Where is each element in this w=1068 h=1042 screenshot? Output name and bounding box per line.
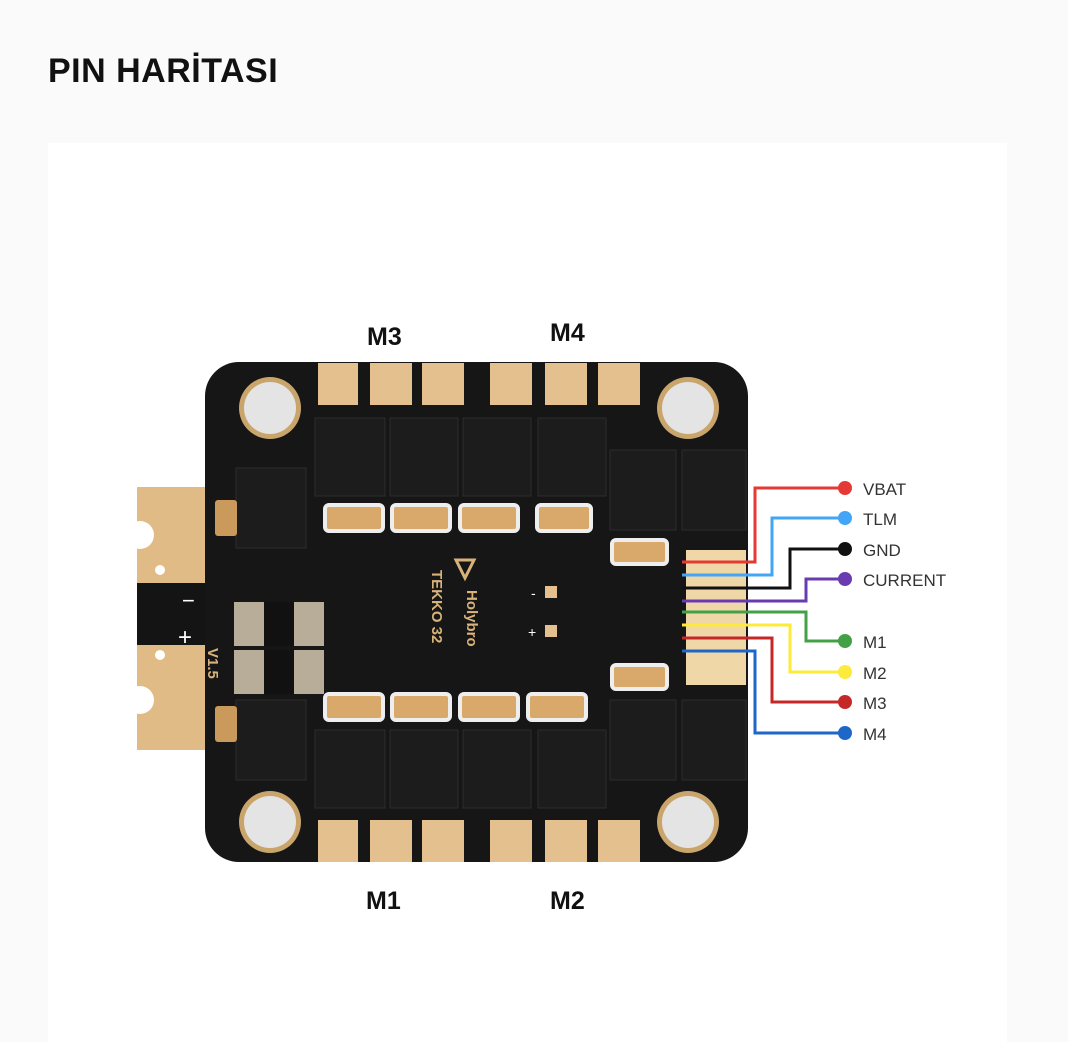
wire-m1 xyxy=(682,610,843,643)
pad-minus-label: - xyxy=(531,585,536,601)
motor-label-m1: M1 xyxy=(366,887,401,915)
version-silkscreen: V1.5 xyxy=(204,648,221,679)
wire-gnd xyxy=(682,547,843,590)
minus-silkscreen: − xyxy=(182,588,195,613)
brand-silkscreen: Holybro xyxy=(463,590,480,647)
model-silkscreen: TEKKO 32 xyxy=(428,570,445,643)
pin-label-gnd: GND xyxy=(863,541,901,560)
motor-pads-bottom xyxy=(318,820,640,862)
shunt-resistors xyxy=(234,602,324,694)
pin-label-vbat: VBAT xyxy=(863,480,906,499)
pin-label-m4: M4 xyxy=(863,725,887,744)
pin-label-m3: M3 xyxy=(863,694,887,713)
wire-m3 xyxy=(682,636,843,704)
pin-label-tlm: TLM xyxy=(863,510,897,529)
capacitors xyxy=(215,500,669,742)
mosfet-chips xyxy=(235,417,747,809)
wire-m4 xyxy=(682,649,843,735)
esc-pin-diagram: Holybro TEKKO 32 V1.5 − + - + M3 M4 M1 M… xyxy=(126,319,946,915)
plus-silkscreen: + xyxy=(178,624,192,651)
wire-vbat xyxy=(682,486,843,564)
wire-current xyxy=(682,577,843,603)
motor-pads-top xyxy=(318,363,640,405)
pin-label-current: CURRENT xyxy=(863,571,946,590)
motor-label-m4: M4 xyxy=(550,319,585,347)
holybro-logo-icon xyxy=(453,558,477,582)
pad-plus-label: + xyxy=(528,624,536,640)
pin-dots xyxy=(838,481,852,740)
wire-m2 xyxy=(682,623,843,674)
pin-map-figure: Holybro TEKKO 32 V1.5 − + - + M3 M4 M1 M… xyxy=(48,143,1007,1042)
power-tab xyxy=(126,487,217,750)
wire-tlm xyxy=(682,516,843,577)
signal-connector xyxy=(686,550,746,685)
page-title: PIN HARİTASI xyxy=(48,52,279,90)
motor-label-m2: M2 xyxy=(550,887,585,915)
pin-label-m1: M1 xyxy=(863,633,887,652)
pin-wires xyxy=(682,486,843,735)
pin-label-m2: M2 xyxy=(863,664,887,683)
mounting-holes xyxy=(239,377,719,853)
motor-label-m3: M3 xyxy=(367,323,402,351)
